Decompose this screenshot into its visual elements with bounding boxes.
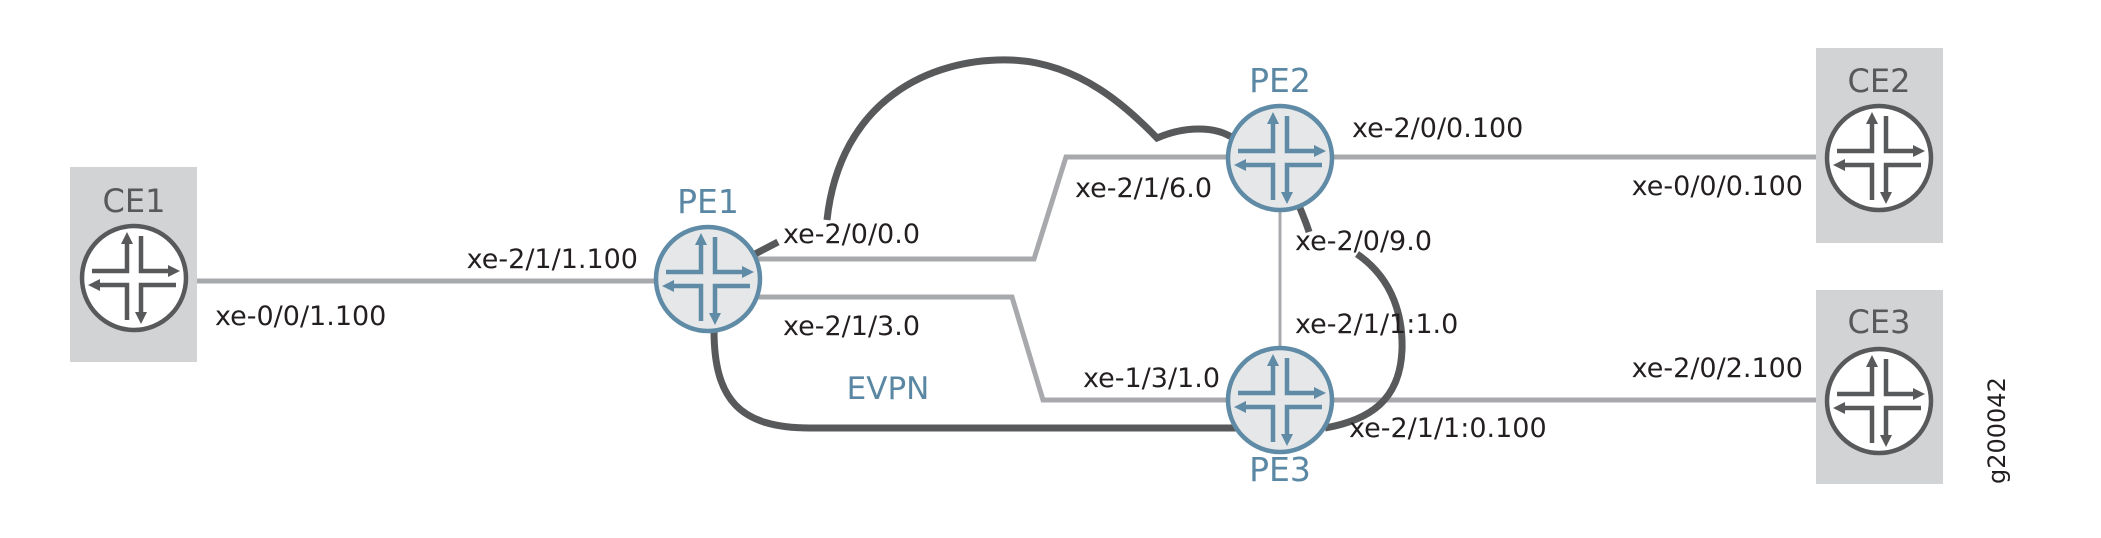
interface-label: xe-0/0/1.100	[215, 301, 386, 332]
interface-label: xe-2/0/2.100	[1632, 353, 1803, 384]
interface-label: xe-2/1/3.0	[783, 311, 920, 342]
ce3-router[interactable]	[1824, 346, 1934, 456]
evpn-link-pe1-pe2	[753, 56, 1235, 258]
interface-label: xe-2/1/6.0	[1075, 173, 1212, 204]
router-icon	[1824, 103, 1934, 213]
router-icon	[1225, 103, 1335, 213]
evpn-label: EVPN	[847, 371, 930, 407]
pe3-router[interactable]	[1225, 345, 1335, 455]
interface-label: xe-0/0/0.100	[1632, 171, 1803, 202]
interface-label: xe-1/3/1.0	[1083, 363, 1220, 394]
link-pe1-pe3-gray	[757, 294, 1228, 403]
evpn-link-pe1-pe3	[710, 329, 1236, 432]
router-icon	[1225, 345, 1335, 455]
pe1-label: PE1	[677, 182, 739, 221]
pe1-router[interactable]	[653, 224, 763, 334]
pe3-label: PE3	[1249, 450, 1311, 489]
router-icon	[653, 224, 763, 334]
ce2-router[interactable]	[1824, 103, 1934, 213]
interface-label: xe-2/0/0.0	[783, 219, 920, 250]
interface-label: xe-2/0/0.100	[1352, 113, 1523, 144]
interface-label: xe-2/1/1:1.0	[1295, 309, 1458, 340]
router-icon	[1824, 346, 1934, 456]
figure-id: g200042	[1983, 377, 2011, 484]
ce1-router[interactable]	[79, 223, 189, 333]
interface-label: xe-2/0/9.0	[1295, 226, 1432, 257]
pe2-label: PE2	[1249, 61, 1311, 100]
router-icon	[79, 223, 189, 333]
evpn-link-pe2-pe3	[1296, 206, 1406, 432]
ce2-label: CE2	[1848, 62, 1911, 100]
link-pe1-pe2-gray	[757, 154, 1228, 262]
interface-label: xe-2/1/1:0.100	[1349, 413, 1547, 444]
ce3-label: CE3	[1848, 303, 1911, 341]
ce1-label: CE1	[103, 182, 166, 220]
interface-label: xe-2/1/1.100	[467, 244, 638, 275]
pe2-router[interactable]	[1225, 103, 1335, 213]
